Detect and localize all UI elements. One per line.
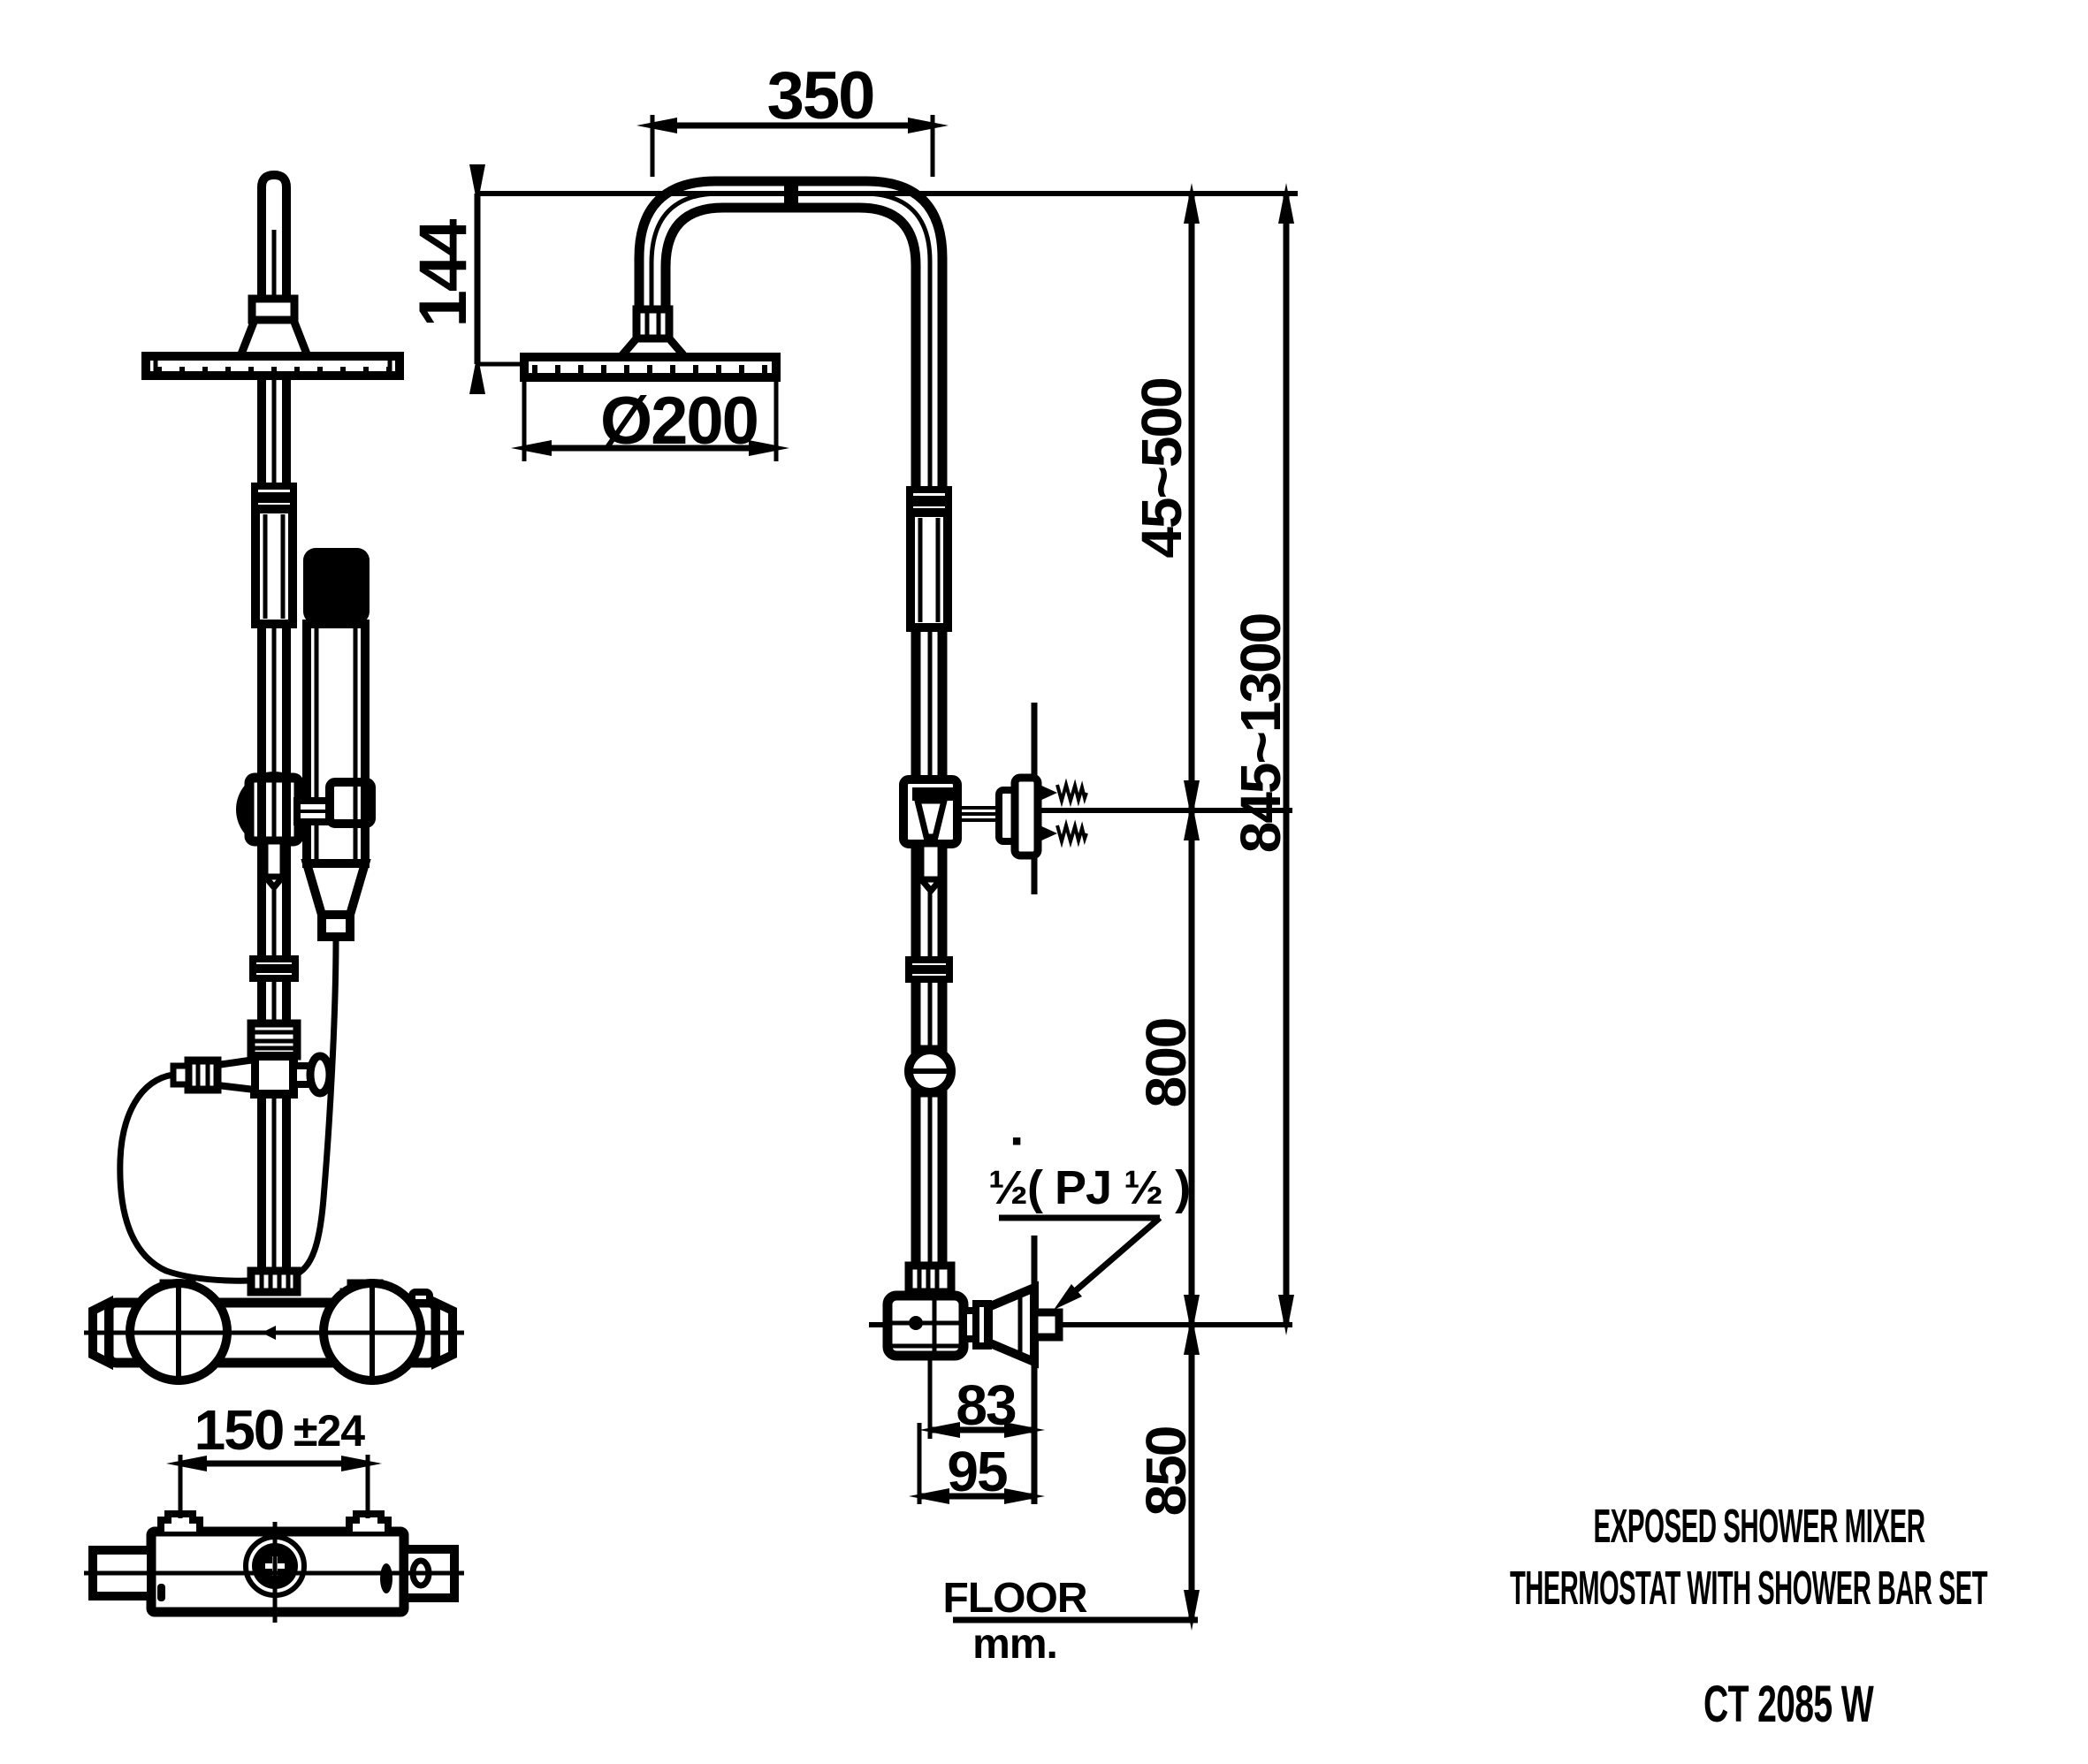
head-nut-inner	[644, 313, 661, 336]
title-line1: EXPOSED SHOWER MIXER	[1594, 1500, 1925, 1553]
head-nozzles-front	[156, 367, 392, 377]
dim-bar-length: 800	[1134, 1019, 1198, 1108]
mixer-front	[84, 1266, 464, 1385]
side-pipe-sleeve	[906, 508, 952, 632]
side-union-lower	[905, 967, 953, 983]
handshower-tip	[317, 910, 354, 941]
screw-head-2	[1038, 825, 1057, 842]
side-view	[477, 176, 1298, 1504]
thread-spec-label: ½( PJ ½ )	[988, 1161, 1190, 1214]
diverter-tee-front	[170, 1052, 334, 1099]
front-rib-lines	[255, 1030, 293, 1051]
head-cone-front	[234, 316, 314, 361]
units-label: mm.	[972, 1621, 1057, 1668]
dimension-lines	[180, 122, 1290, 1620]
front-pipe-joint-upper	[251, 483, 297, 499]
gooseneck-inner	[660, 202, 921, 1267]
slider-cone-front	[258, 873, 290, 893]
thread-leader	[1065, 1215, 1162, 1300]
front-sleeve-inner	[263, 514, 286, 619]
dim-upper-adjust: 45~500	[1130, 378, 1193, 558]
mounting-screws	[1038, 778, 1088, 848]
handshower-handle	[303, 548, 370, 624]
handshower-holder	[325, 778, 376, 828]
slider-assembly-front	[236, 772, 376, 893]
dim-inlet-spacing: 150	[194, 1398, 284, 1462]
slider-assembly-side	[899, 775, 962, 896]
slider-wedge	[913, 797, 949, 840]
dim-overall-height: 845~1300	[1229, 614, 1292, 854]
model-number: CT 2085 W	[1703, 1676, 1874, 1733]
mixer-connector-ribs	[259, 1273, 291, 1290]
handshower-taper	[301, 859, 371, 919]
extension-lines	[178, 115, 935, 1518]
slider-cone-side	[914, 876, 948, 896]
screw-thread-2	[1055, 818, 1088, 848]
front-union-lower	[249, 966, 299, 982]
front-pipe-sleeve	[251, 505, 297, 628]
mixer-body-lines	[888, 1296, 964, 1356]
mixer-bottom-view	[84, 1510, 464, 1623]
arrowheads	[166, 118, 1294, 1631]
pipe-through-slider	[257, 781, 291, 838]
side-sleeve-inner	[918, 518, 941, 622]
tee-spout	[214, 1055, 258, 1094]
spout-nut-inner	[195, 1064, 210, 1086]
spout-nut	[184, 1056, 222, 1094]
bracket-arm-lines	[957, 806, 999, 822]
wall-plate	[1010, 773, 1042, 860]
floor-label: FLOOR	[943, 1575, 1087, 1622]
handshower	[301, 548, 371, 941]
hose-connector	[170, 1062, 192, 1088]
mixer-side	[882, 1281, 1063, 1369]
slider-band	[912, 787, 956, 801]
dim-mixer-height: 850	[1134, 1427, 1198, 1517]
head-nut-side	[632, 305, 674, 343]
slider-stem-side	[918, 840, 944, 883]
dim-arm-width: 350	[767, 58, 874, 133]
mixer-center-mark	[262, 1326, 276, 1340]
diverter-knob-front	[306, 1052, 334, 1098]
arm-junction-tick	[784, 179, 798, 207]
dim-wall-to-face: 95	[947, 1440, 1007, 1503]
tee-body	[250, 1052, 298, 1099]
thread-leader-arrow	[1054, 1284, 1082, 1310]
annotations: 350 144 Ø200 45~500 845~1300 800 850 83 …	[194, 58, 1989, 1733]
side-pipe-joint-upper	[906, 486, 952, 503]
riser-top-cap	[257, 170, 291, 230]
wall-stub	[1030, 1308, 1063, 1342]
dim-head-drop: 144	[406, 219, 481, 328]
dim-head-diameter: Ø200	[600, 384, 758, 459]
slider-stem-front	[262, 838, 286, 880]
inch-mark: ▪	[1011, 1124, 1022, 1158]
head-nozzles-side	[532, 365, 767, 377]
bottom-left-pin	[157, 1584, 165, 1601]
dim-wall-to-axis: 83	[956, 1373, 1016, 1437]
side-rib-lines	[917, 1269, 940, 1289]
dimensions	[166, 115, 1294, 1631]
dim-inlet-tolerance: ±24	[293, 1406, 365, 1456]
screw-head-1	[1038, 784, 1057, 802]
front-view	[84, 170, 464, 1623]
title-line2: THERMOSTAT WITH SHOWER BAR SET	[1510, 1562, 1988, 1615]
bottom-right-lever	[380, 1563, 392, 1593]
mixer-knob-dot	[909, 1316, 923, 1330]
screw-thread-1	[1055, 778, 1088, 808]
